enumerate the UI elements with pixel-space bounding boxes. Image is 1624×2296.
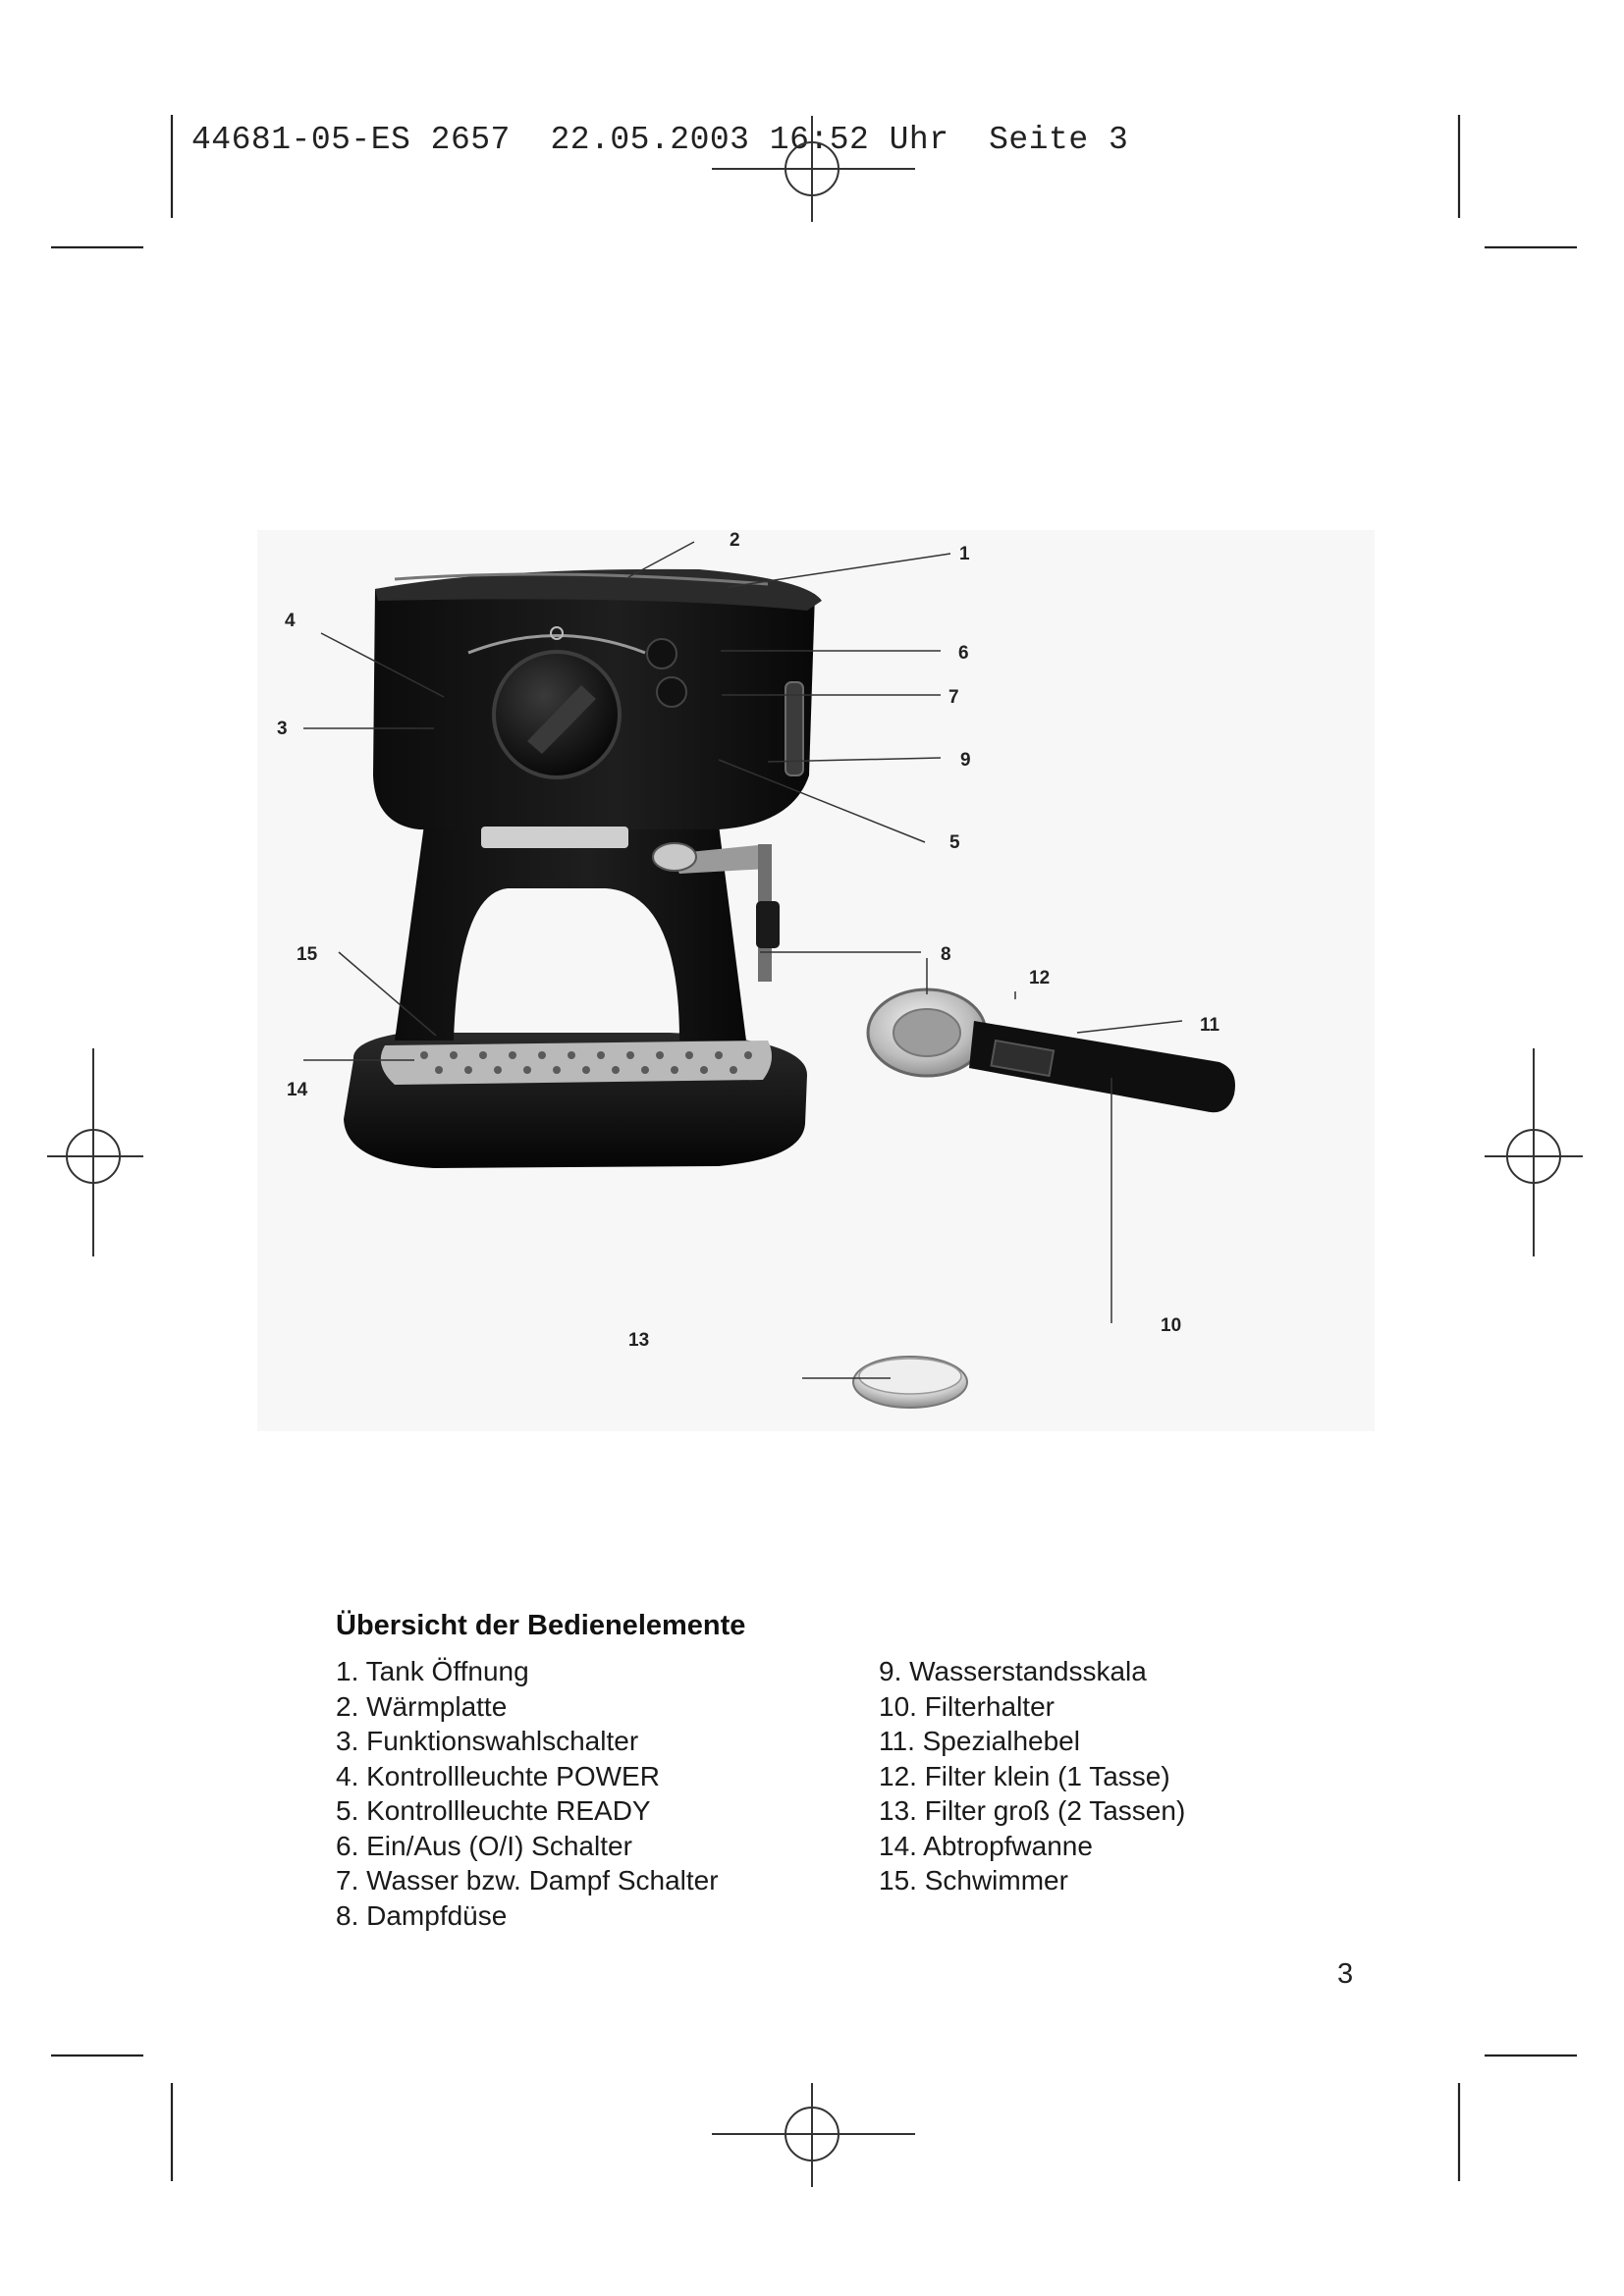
overview-item: 5. Kontrollleuchte READY <box>336 1793 879 1829</box>
product-figure: 1 2 3 4 5 6 7 8 9 10 11 12 13 14 15 <box>257 530 1375 1431</box>
overview-columns: 1. Tank Öffnung 2. Wärmplatte 3. Funktio… <box>336 1654 1337 1933</box>
overview-item: 1. Tank Öffnung <box>336 1654 879 1689</box>
steam-switch <box>657 677 686 707</box>
callout-10: 10 <box>1161 1315 1181 1337</box>
callout-14: 14 <box>287 1080 307 1101</box>
callout-5: 5 <box>949 832 960 854</box>
registration-mark-left <box>47 1048 143 1256</box>
callout-7: 7 <box>948 687 959 709</box>
power-switch <box>647 639 677 668</box>
overview-left-list: 1. Tank Öffnung 2. Wärmplatte 3. Funktio… <box>336 1654 879 1933</box>
callout-11: 11 <box>1200 1015 1219 1037</box>
drip-tray-grid <box>381 1041 772 1085</box>
callout-13: 13 <box>628 1330 649 1352</box>
steam-nozzle <box>756 901 780 948</box>
filter-holder-insert <box>893 1009 960 1056</box>
overview-right-list: 9. Wasserstandsskala 10. Filterhalter 11… <box>879 1654 1291 1933</box>
callout-4: 4 <box>285 611 296 632</box>
callout-3: 3 <box>277 719 288 740</box>
overview-title: Übersicht der Bedienelemente <box>336 1610 1337 1642</box>
callout-12: 12 <box>1029 968 1050 989</box>
overview-item: 2. Wärmplatte <box>336 1689 879 1725</box>
filter-cup-rim <box>859 1359 961 1394</box>
overview-item: 4. Kontrollleuchte POWER <box>336 1759 879 1794</box>
page-number: 3 <box>1337 1958 1353 1991</box>
callout-15: 15 <box>297 944 317 966</box>
brew-head <box>653 843 696 871</box>
callout-8: 8 <box>941 944 951 966</box>
overview-item: 11. Spezialhebel <box>879 1724 1291 1759</box>
registration-mark-bottom <box>712 2083 915 2187</box>
overview-item: 7. Wasser bzw. Dampf Schalter <box>336 1863 879 1898</box>
callout-2: 2 <box>730 530 740 552</box>
overview-item: 15. Schwimmer <box>879 1863 1291 1898</box>
overview-item: 14. Abtropfwanne <box>879 1829 1291 1864</box>
controls-overview: Übersicht der Bedienelemente 1. Tank Öff… <box>336 1610 1337 1933</box>
espresso-machine-illustration <box>257 530 1375 1431</box>
overview-item: 8. Dampfdüse <box>336 1898 879 1934</box>
registration-mark-right <box>1485 1048 1583 1256</box>
brew-head-label <box>481 827 628 848</box>
registration-mark-top <box>712 116 915 222</box>
callout-9: 9 <box>960 750 971 772</box>
overview-item: 12. Filter klein (1 Tasse) <box>879 1759 1291 1794</box>
overview-item: 13. Filter groß (2 Tassen) <box>879 1793 1291 1829</box>
overview-item: 3. Funktionswahlschalter <box>336 1724 879 1759</box>
callout-6: 6 <box>958 643 969 665</box>
overview-item: 6. Ein/Aus (O/I) Schalter <box>336 1829 879 1864</box>
overview-item: 10. Filterhalter <box>879 1689 1291 1725</box>
overview-item: 9. Wasserstandsskala <box>879 1654 1291 1689</box>
callout-1: 1 <box>959 544 970 565</box>
